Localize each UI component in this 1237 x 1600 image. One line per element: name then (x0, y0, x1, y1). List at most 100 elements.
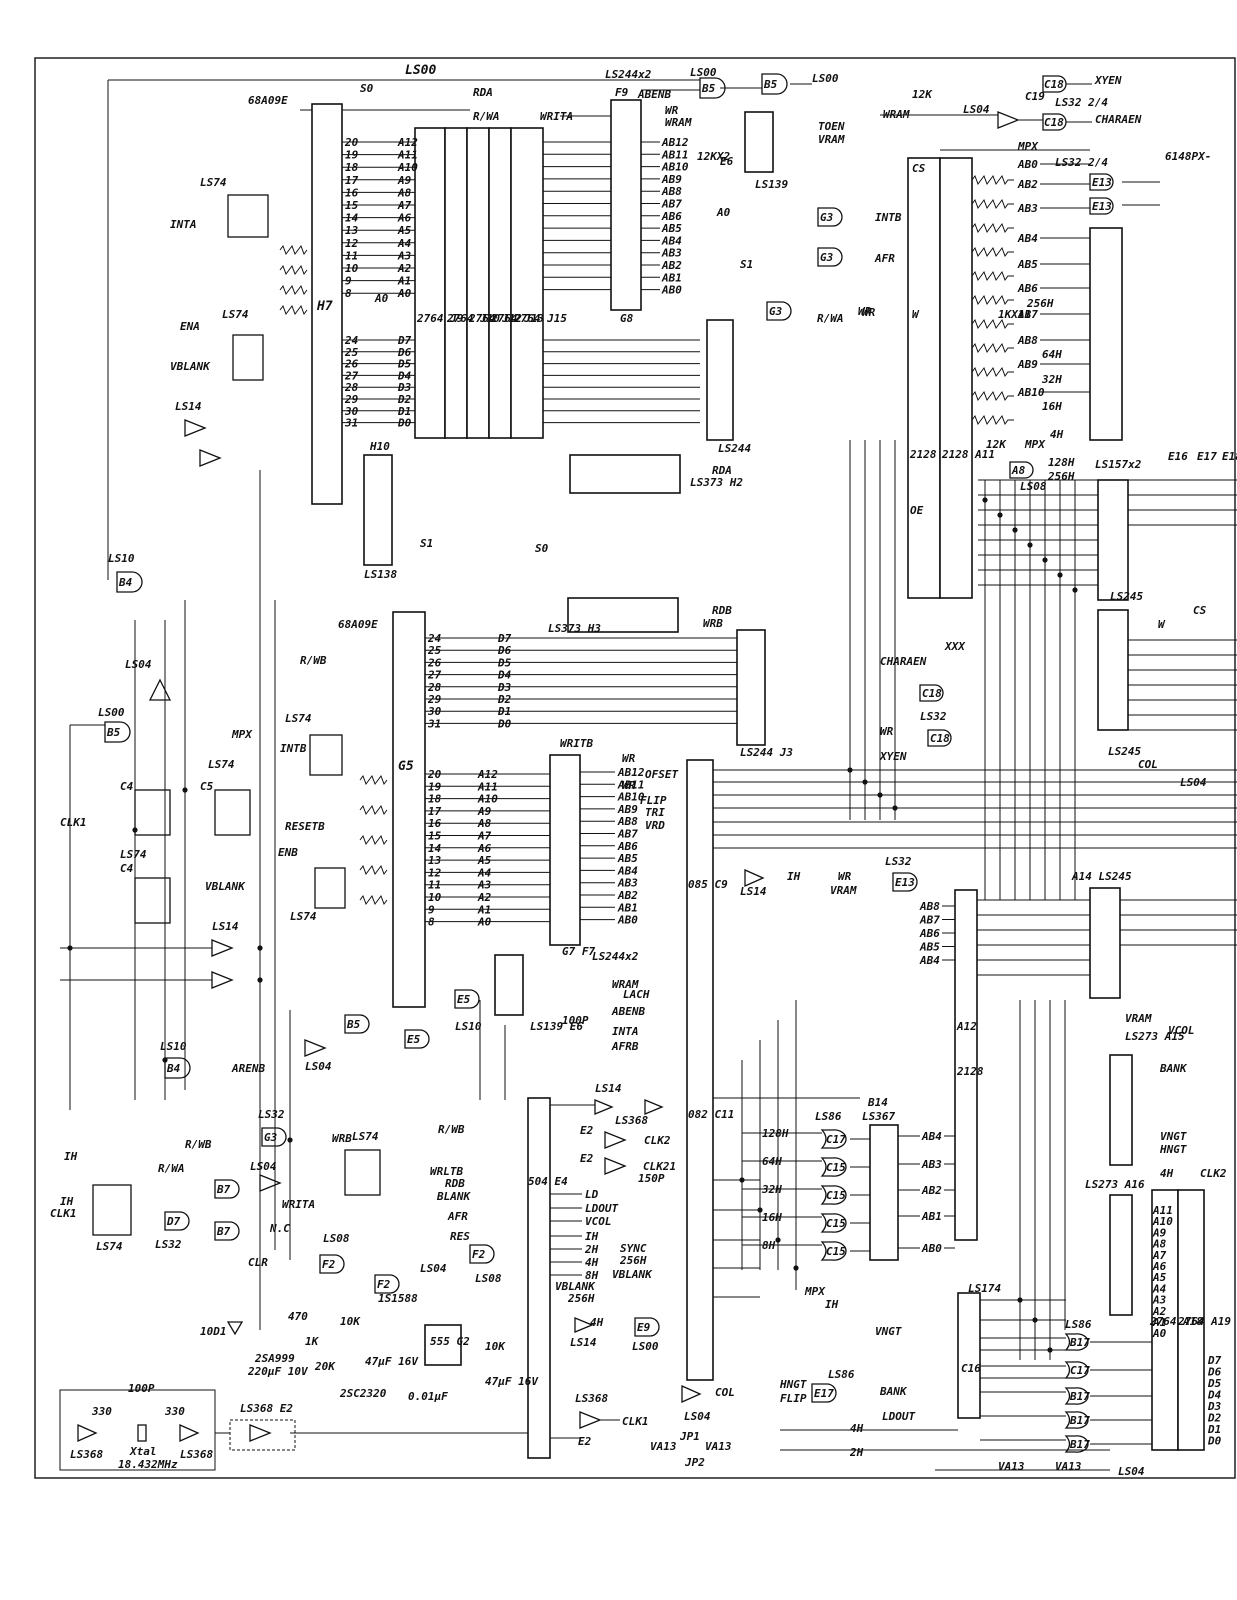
label-ls174: LS174 (968, 1282, 1001, 1295)
ab-right-label: AB3 (1017, 202, 1038, 215)
sheet-border (34, 57, 1236, 1479)
label-ls368-osc-a: LS368 (70, 1448, 103, 1461)
gate-g3-d (261, 1127, 287, 1147)
signal-s1-h10: S1 (420, 537, 433, 550)
label-ls368-e2-box: LS368 E2 (240, 1402, 293, 1415)
ab-mid-label: AB11 (617, 778, 645, 791)
ab-mid-label: AB4 (617, 864, 638, 877)
e4-chip (527, 1097, 551, 1459)
ls245-mid-chip (1097, 609, 1129, 731)
signal-wrb-h3: WRB (703, 617, 723, 630)
signal-r-wb: R/WB (300, 654, 327, 667)
signal-r-wb-bottom: R/WB (185, 1138, 212, 1151)
ls245-a14-chip (1089, 887, 1121, 999)
label-ls368-e2: LS368 (615, 1114, 648, 1127)
ls139-e6-chip (494, 954, 524, 1016)
gate-c7-top-a (184, 419, 207, 437)
label-a8: A8 (1011, 464, 1026, 477)
gate-ls368-clk2 (604, 1131, 627, 1149)
resistor-zigzag-mid (359, 894, 388, 906)
signal-4h-a15: 4H (1160, 1167, 1174, 1180)
label-d7: D7 (166, 1215, 181, 1228)
label-b5-bottom: B5 (346, 1018, 361, 1031)
rom-low-addr: A9 (1152, 1226, 1167, 1239)
gate-e5-a (454, 989, 480, 1009)
junction-dot (982, 497, 988, 503)
label-e13-a: E13 (1092, 176, 1112, 189)
resistor-zigzag-mid (359, 864, 388, 876)
label-g3-a: G3 (820, 211, 834, 224)
junction-dot (287, 1137, 293, 1143)
rom-low-data: D6 (1207, 1366, 1222, 1379)
gate-c7-a (211, 939, 234, 957)
rom-j10 (444, 127, 468, 439)
rom-low-data: D1 (1207, 1423, 1221, 1436)
label-ls10-e5: LS10 (455, 1020, 482, 1033)
label-1s1588: 1S1588 (378, 1292, 418, 1305)
gate-f2-a (319, 1254, 345, 1274)
resistor-zigzag (971, 174, 1014, 186)
label-xtal-freq: 18.432MHz (118, 1458, 178, 1471)
label-ls244-f7: LS244x2 (592, 950, 639, 963)
ls244-g8-chip (610, 99, 642, 311)
e4-256h-label: 256H (567, 1292, 595, 1305)
gate-c18-b (1042, 113, 1067, 131)
label-ls04-c6: LS04 (125, 658, 152, 671)
label-c9: 085 C9 (688, 878, 728, 891)
signal-afr-e4: AFR (447, 1210, 468, 1223)
gate-c18-d (927, 729, 952, 747)
ff-f5-b (314, 867, 346, 909)
label-330-b: 330 (164, 1405, 185, 1418)
b17-xor-gate (1064, 1361, 1089, 1379)
signal-intb-top: INTB (875, 211, 902, 224)
b17-xor-gate (1064, 1387, 1089, 1405)
b17-xor-label: B17 (1069, 1438, 1090, 1451)
ab-right-label: AB7 (1017, 308, 1038, 321)
label-ls04-c6b: LS04 (305, 1060, 332, 1073)
signal-tri: TRI (645, 806, 665, 819)
ab-top-label: AB7 (661, 198, 682, 211)
label-f2-a: F2 (322, 1258, 336, 1271)
label-rom-j10: 2764 J10 (446, 312, 500, 325)
rom-low-addr: A5 (1152, 1271, 1167, 1284)
rom-low-addr: A7 (1152, 1249, 1167, 1262)
signal-s0-h10: S0 (535, 542, 549, 555)
signal-wr-f7b: WR (622, 779, 636, 792)
label-ls14-c7-top: LS14 (175, 400, 202, 413)
label-c4-a: C4 (120, 780, 134, 793)
ls157-chip (1089, 227, 1123, 441)
ab-right-label: AB2 (1017, 178, 1038, 191)
junction-dot (257, 945, 263, 951)
ab-top-label: AB0 (661, 284, 682, 297)
b17-xor-label: B17 (1069, 1414, 1090, 1427)
xor-gate (820, 1213, 847, 1233)
gate-e13-b (1089, 197, 1114, 215)
signal-a0-top: A0 (374, 292, 389, 305)
signal-intb-left: INTB (280, 742, 307, 755)
junction-dot (793, 1265, 799, 1271)
crystal (137, 1424, 147, 1442)
signal-vngt-a15: VNGT (1160, 1130, 1187, 1143)
signal-wr-top: WR (665, 104, 679, 117)
label-e16: E16 (1168, 450, 1188, 463)
label-47uf-a: 47μF 16V (365, 1355, 419, 1368)
signal-rdb: RDB (712, 604, 732, 617)
gate-ls368-osc-b (179, 1423, 200, 1443)
label-ls00-e9: LS00 (632, 1340, 659, 1353)
rom-low-data: D2 (1207, 1412, 1222, 1425)
signal-toen: TOEN (818, 120, 845, 133)
label-ls04-c19: LS04 (963, 103, 990, 116)
b17-xor-gate (1064, 1411, 1089, 1429)
signal-flip-mid: FLIP (640, 794, 667, 807)
label-b7-b: B7 (216, 1225, 231, 1238)
label-c18-d: C18 (930, 732, 950, 745)
resistor-zigzag-mid (359, 774, 388, 786)
gate-b5-bottom (344, 1014, 370, 1034)
rom-j13 (488, 127, 512, 439)
label-g3-d: G3 (264, 1131, 278, 1144)
ab-mid-label: AB8 (617, 815, 638, 828)
ab-right-label: AB9 (1017, 358, 1038, 371)
